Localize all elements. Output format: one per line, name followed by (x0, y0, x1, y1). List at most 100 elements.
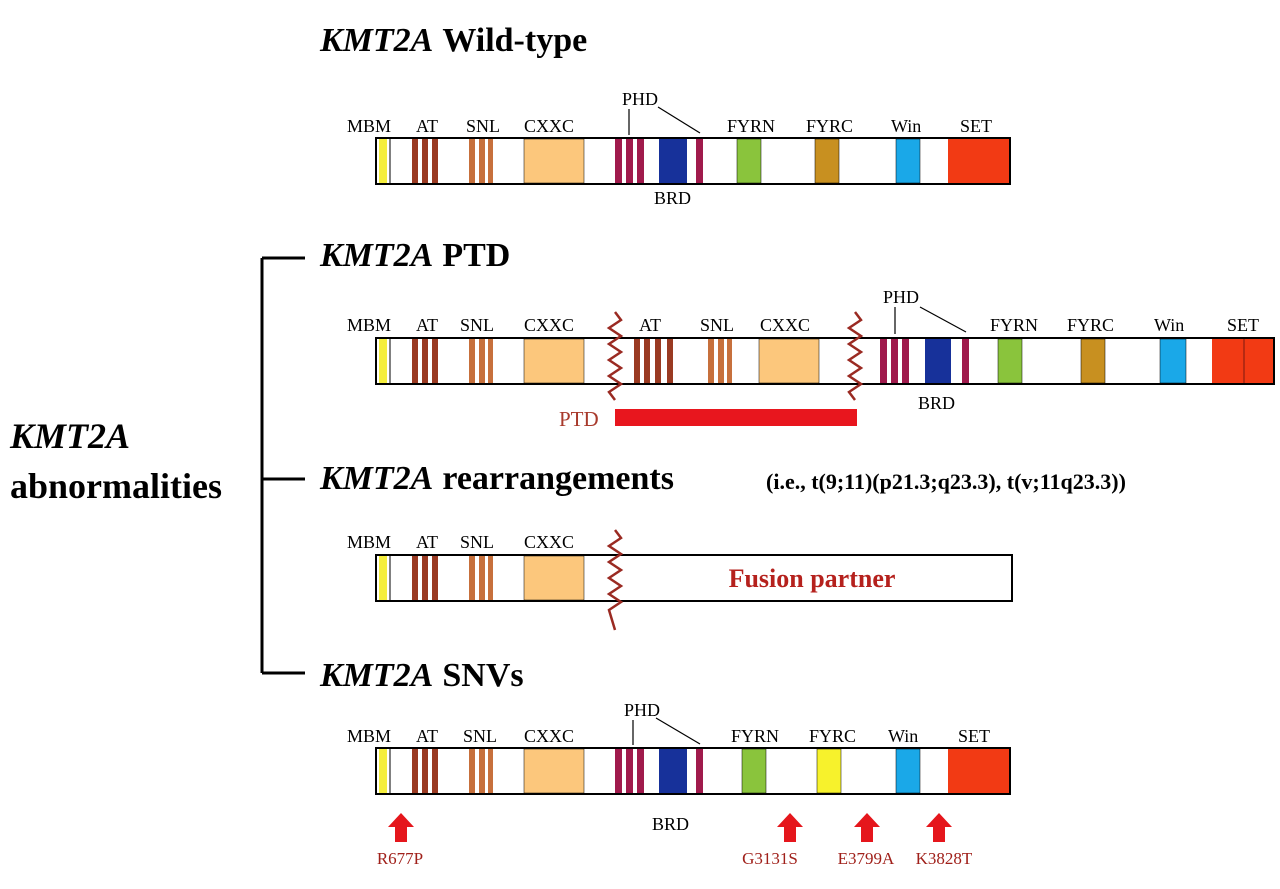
dup-cxxc-domain (758, 338, 820, 384)
breakpoint-1 (606, 311, 624, 401)
label-fyrc: FYRC (806, 116, 853, 136)
phd-finger-1 (880, 339, 887, 383)
label-brd: BRD (918, 393, 955, 413)
mutation-label-g3131s: G3131S (742, 849, 798, 868)
mutation-arrow-e3799a (854, 813, 880, 842)
label-fyrc: FYRC (1067, 315, 1114, 335)
snl-2 (479, 139, 485, 183)
label-brd: BRD (654, 188, 691, 208)
phd-finger-3 (637, 749, 644, 793)
mutation-arrow-k3828t (926, 813, 952, 842)
heading-snvs-rest: SNVs (442, 657, 523, 694)
rearrangement-protein: MBM AT SNL CXXC Fusion partner (347, 529, 1013, 631)
label-win: Win (1154, 315, 1184, 335)
at-hook-1 (412, 139, 418, 183)
dup-snl-2 (718, 339, 724, 383)
at-hook-3 (432, 556, 438, 600)
label-snl: SNL (463, 726, 497, 746)
at-hook-2 (422, 139, 428, 183)
label-dup-at: AT (639, 315, 661, 335)
label-mbm: MBM (347, 532, 391, 552)
snl-3 (488, 749, 493, 793)
win-motif (895, 138, 921, 184)
mutation-label-r677p: R677P (377, 849, 423, 868)
breakpoint-2 (846, 311, 864, 401)
phd-finger-1 (615, 749, 622, 793)
label-dup-snl: SNL (700, 315, 734, 335)
heading-wildtype-rest: Wild-type (442, 22, 587, 59)
label-dup-cxxc: CXXC (760, 315, 810, 335)
at-hook-2 (422, 749, 428, 793)
phd-finger-4 (696, 749, 703, 793)
label-snl: SNL (460, 532, 494, 552)
fyrn-domain (997, 338, 1023, 384)
heading-rearrangements-gene: KMT2A (319, 460, 433, 497)
breakpoint (606, 529, 624, 631)
snl-2 (479, 749, 485, 793)
label-fyrn: FYRN (990, 315, 1038, 335)
set-domain (948, 749, 1009, 793)
dup-at-hook-4 (667, 339, 673, 383)
mbm-domain (379, 139, 387, 183)
dup-at-hook-2 (644, 339, 650, 383)
snl-1 (469, 749, 475, 793)
snv-protein: MBM AT SNL CXXC PHD FYRN FYRC Win SET BR… (347, 700, 1011, 868)
label-fyrn: FYRN (731, 726, 779, 746)
at-hook-1 (412, 749, 418, 793)
phd-finger-4 (962, 339, 969, 383)
cxxc-domain (523, 338, 585, 384)
phd-finger-3 (637, 139, 644, 183)
label-set: SET (1227, 315, 1259, 335)
at-hook-1 (412, 556, 418, 600)
fyrc-domain (1080, 338, 1106, 384)
cxxc-domain (523, 555, 585, 601)
wildtype-protein: MBM AT SNL CXXC PHD FYRN FYRC Win SET BR… (347, 89, 1011, 208)
bromodomain (659, 139, 687, 183)
snl-3 (488, 556, 493, 600)
label-fyrn: FYRN (727, 116, 775, 136)
snl-1 (469, 139, 475, 183)
snl-3 (488, 139, 493, 183)
bromodomain (659, 749, 687, 793)
label-phd: PHD (624, 700, 660, 720)
phd-finger-4 (696, 139, 703, 183)
at-hook-3 (432, 139, 438, 183)
at-hook-1 (412, 339, 418, 383)
fyrc-domain (814, 138, 840, 184)
label-cxxc: CXXC (524, 315, 574, 335)
mutation-label-k3828t: K3828T (916, 849, 973, 868)
cxxc-domain (523, 748, 585, 794)
fyrn-domain (741, 748, 767, 794)
dup-at-hook-3 (655, 339, 661, 383)
set-domain (1212, 339, 1273, 383)
win-motif (1159, 338, 1187, 384)
label-at: AT (416, 116, 438, 136)
heading-snvs-gene: KMT2A (319, 657, 433, 694)
mutation-arrow-r677p (388, 813, 414, 842)
label-cxxc: CXXC (524, 116, 574, 136)
snl-2 (479, 339, 485, 383)
mutation-label-e3799a: E3799A (838, 849, 895, 868)
abnormalities-bracket (260, 256, 305, 675)
label-win: Win (891, 116, 921, 136)
label-set: SET (958, 726, 990, 746)
dup-snl-3 (727, 339, 732, 383)
label-at: AT (416, 726, 438, 746)
label-phd: PHD (622, 89, 658, 109)
set-domain (948, 139, 1009, 183)
win-motif (895, 748, 921, 794)
phd-finger-1 (615, 139, 622, 183)
label-snl: SNL (460, 315, 494, 335)
snl-1 (469, 339, 475, 383)
mutation-arrow-g3131s (777, 813, 803, 842)
phd-finger-2 (891, 339, 898, 383)
label-win: Win (888, 726, 918, 746)
heading-ptd-rest: PTD (442, 237, 510, 274)
snl-3 (488, 339, 493, 383)
dup-at-hook-1 (634, 339, 640, 383)
label-cxxc: CXXC (524, 532, 574, 552)
